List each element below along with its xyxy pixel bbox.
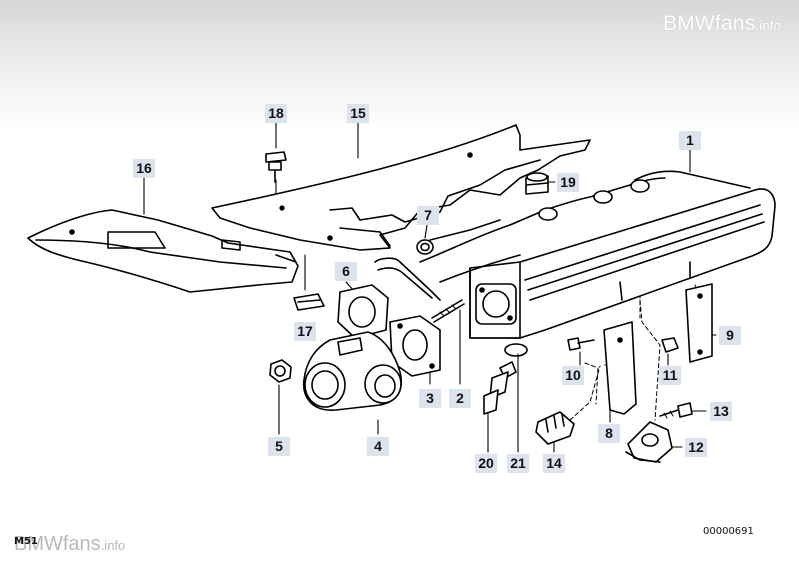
nut-5 [269, 359, 292, 383]
callout-18: 18 [265, 104, 287, 123]
nut-7 [416, 239, 434, 255]
callout-20: 20 [475, 454, 497, 473]
callout-19: 19 [557, 173, 579, 192]
exhaust-manifold [419, 170, 776, 339]
callout-12: 12 [685, 438, 707, 457]
callout-6: 6 [335, 262, 357, 281]
callout-9: 9 [719, 326, 741, 345]
oxygen-sensor-20 [483, 361, 517, 415]
heat-shield-upper [211, 124, 591, 251]
heat-shield-left [27, 209, 299, 293]
seal-ring-21 [504, 343, 528, 357]
callout-10: 10 [562, 366, 584, 385]
callout-5: 5 [268, 437, 290, 456]
clamp-12 [625, 421, 673, 463]
callout-14: 14 [543, 454, 565, 473]
screw-18 [265, 151, 287, 183]
callout-17: 17 [294, 322, 316, 341]
bracket-8 [603, 321, 637, 415]
model-code: M51 [14, 536, 38, 547]
gasket-pipe [337, 257, 441, 339]
callout-16: 16 [133, 159, 155, 178]
drawing-number: 00000691 [703, 526, 754, 537]
connector-14 [535, 411, 575, 445]
bolt-10 [567, 337, 595, 351]
callout-1: 1 [679, 131, 701, 150]
callout-3: 3 [419, 389, 441, 408]
callout-7: 7 [417, 206, 439, 225]
callout-11: 11 [659, 366, 681, 385]
bracket-9 [685, 283, 713, 363]
clip-17 [293, 293, 325, 311]
callout-8: 8 [598, 424, 620, 443]
pipe-connector-4 [302, 331, 402, 411]
stud-2 [431, 299, 465, 323]
callout-13: 13 [710, 402, 732, 421]
callout-15: 15 [347, 104, 369, 123]
watermark-top: BMWfans.info [663, 12, 781, 35]
callout-2: 2 [449, 389, 471, 408]
callout-21: 21 [507, 454, 529, 473]
watermark-bottom: BMWfans.info [14, 533, 126, 555]
nut-11 [661, 337, 679, 353]
bolt-13 [659, 402, 693, 419]
callout-4: 4 [367, 437, 389, 456]
grommet-19 [525, 172, 549, 195]
